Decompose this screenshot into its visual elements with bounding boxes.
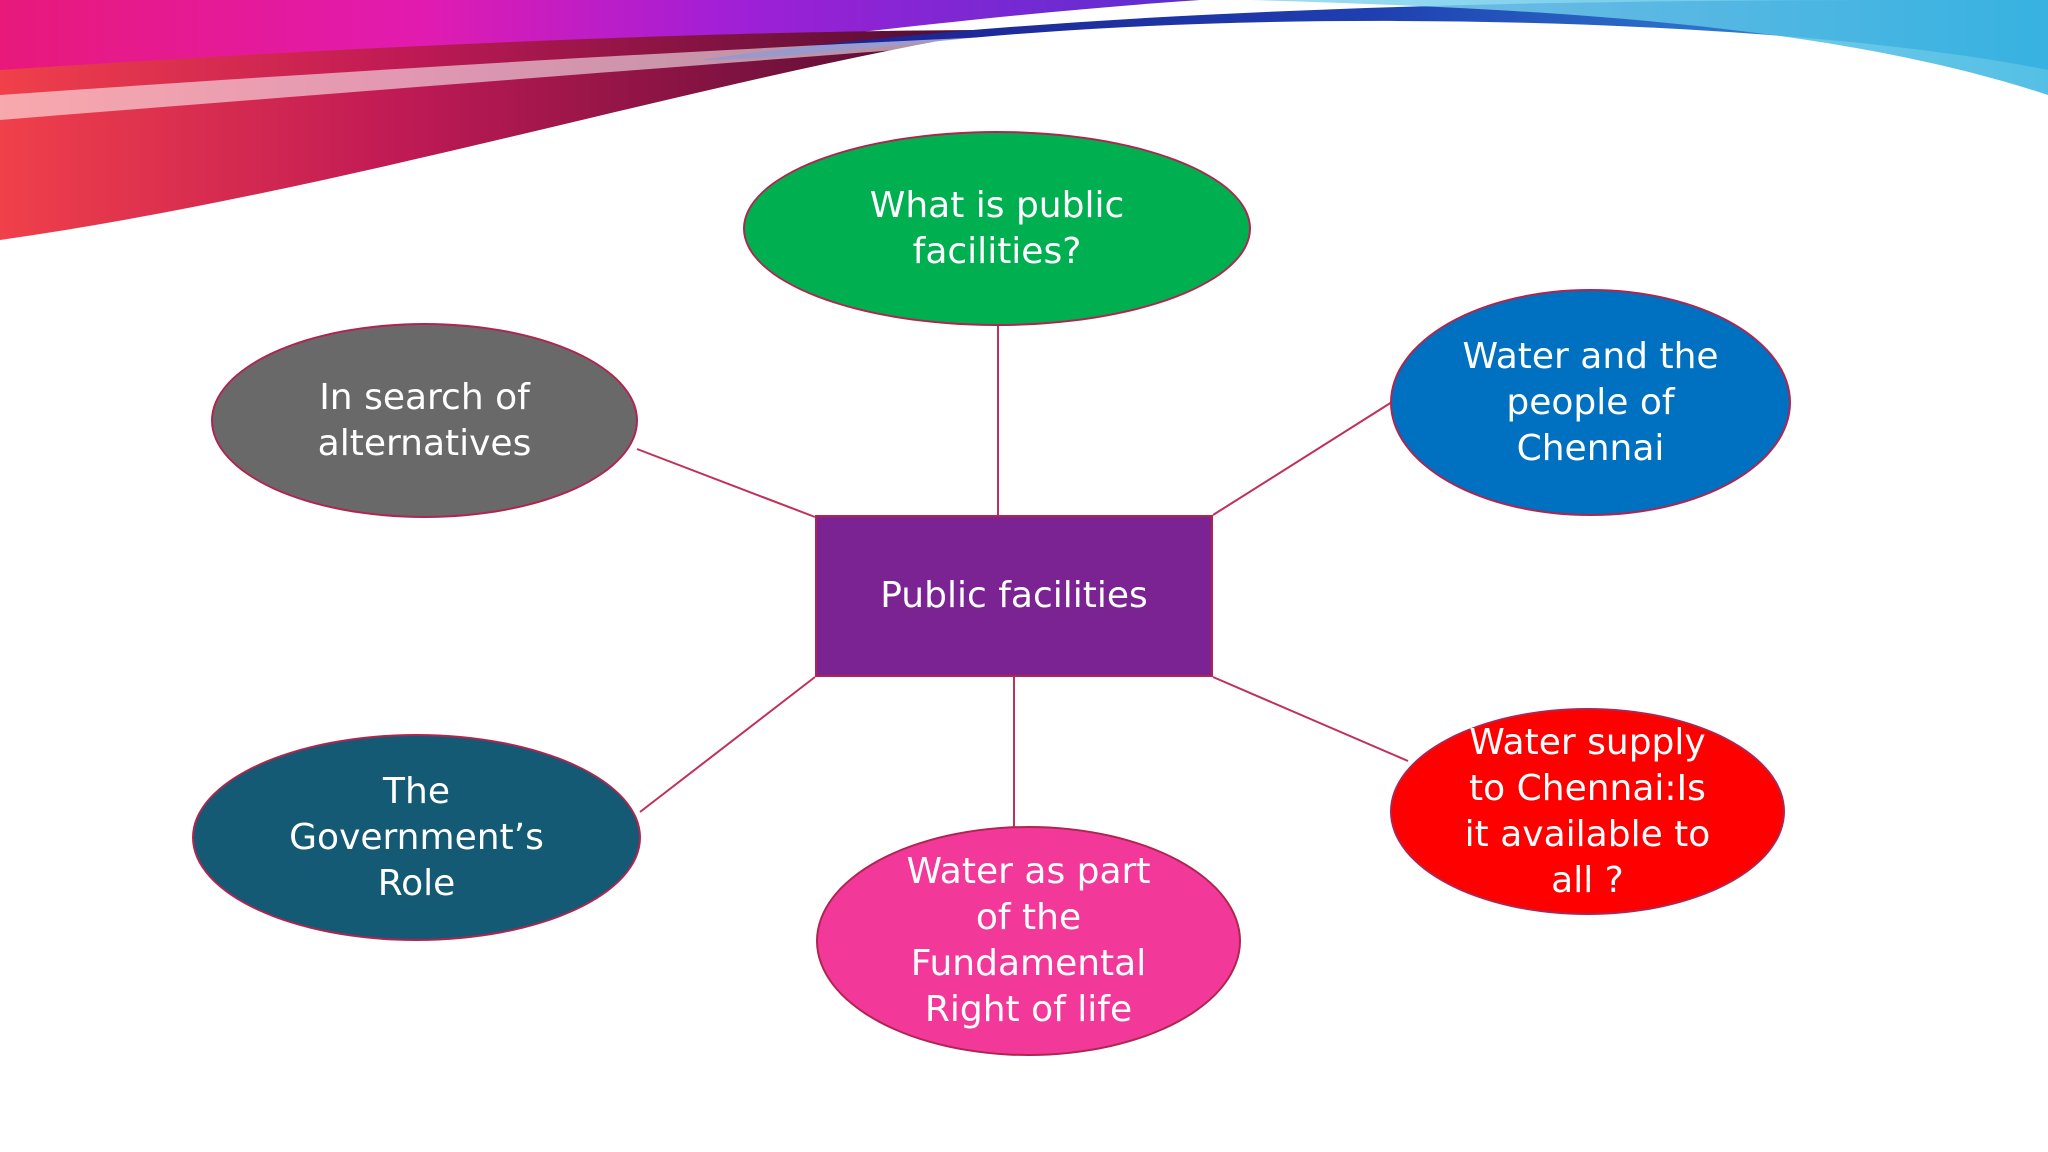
node-fundamental-right-of-life: Water as part of the Fundamental Right o… (816, 826, 1241, 1056)
decorative-banner (0, 0, 2048, 240)
connector-lower-left (639, 676, 816, 813)
node-what-is-public-facilities: What is public facilities? (743, 131, 1251, 326)
node-water-and-people-of-chennai: Water and the people of Chennai (1390, 289, 1791, 516)
banner-cyan-band (1250, 0, 2048, 95)
connector-upper-right (1212, 401, 1393, 516)
center-box-public-facilities: Public facilities (815, 515, 1213, 677)
node-in-search-of-alternatives: In search of alternatives (211, 323, 638, 518)
node-governments-role: The Government’s Role (192, 734, 641, 941)
banner-white-streak (0, 30, 1150, 120)
node-water-supply-to-chennai: Water supply to Chennai:Is it available … (1390, 708, 1785, 915)
connector-upper-left (636, 448, 816, 518)
connector-lower-right (1212, 676, 1409, 762)
